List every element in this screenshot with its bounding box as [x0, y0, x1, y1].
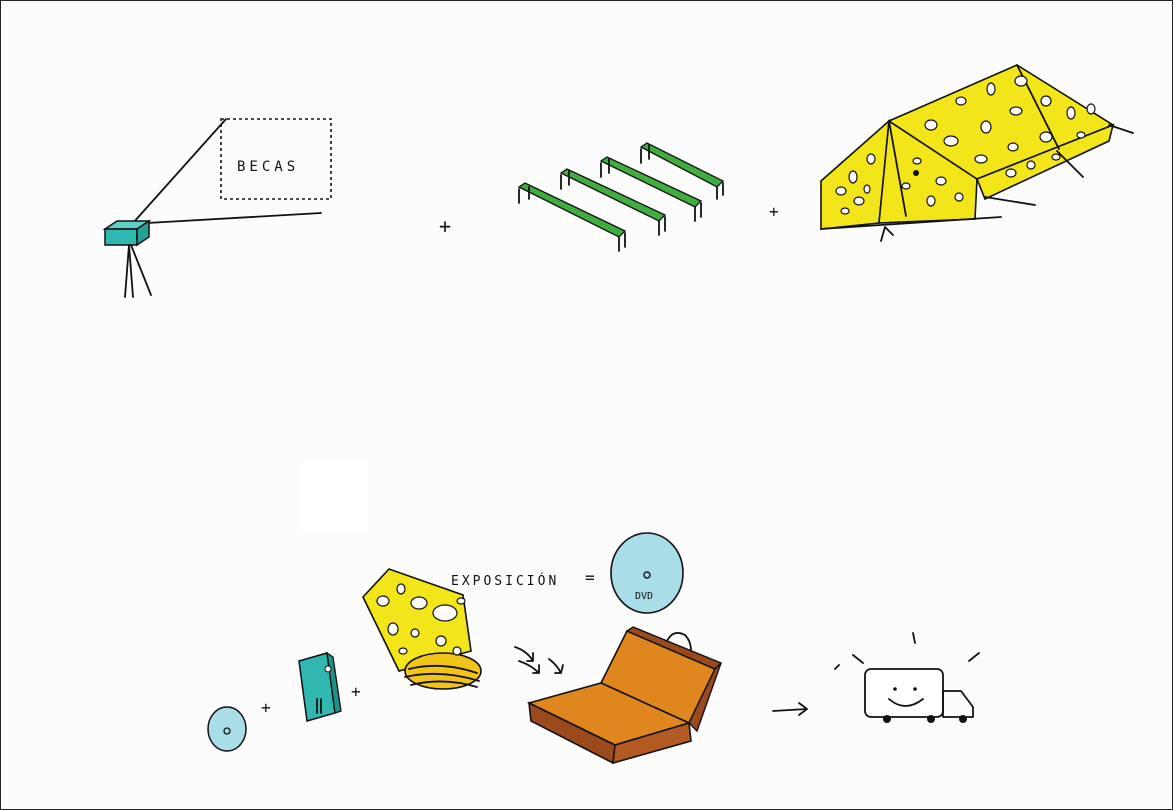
disc-icon: [207, 706, 247, 752]
bench-icon: [599, 156, 703, 222]
truck-icon: [834, 632, 980, 723]
benches-group: [517, 142, 725, 252]
equals-sign: =: [585, 568, 595, 587]
suitcase-icon: [526, 626, 723, 765]
projection-screen: [220, 118, 332, 200]
rolled-tent-icon: [362, 568, 482, 690]
hard-drive-icon: [298, 651, 342, 722]
bench-icon: [517, 182, 627, 252]
projector-group: BECAS: [102, 118, 332, 298]
beam-line: [146, 212, 322, 224]
plus-sign: +: [769, 202, 779, 221]
tent-icon: [820, 64, 1134, 242]
bench-icon: [639, 142, 725, 200]
plus-sign: +: [439, 214, 451, 238]
bench-icon: [559, 168, 667, 236]
blank-patch: [301, 463, 367, 533]
arrow-icon: [772, 702, 808, 716]
beam-line: [132, 118, 227, 224]
plus-sign: +: [351, 682, 361, 701]
screen-text: BECAS: [237, 159, 299, 175]
dvd-icon: DVD: [610, 532, 684, 614]
arrow-icon: [514, 646, 564, 674]
dvd-text: DVD: [635, 591, 653, 602]
exhibition-label: EXPOSICIÓN: [451, 573, 559, 589]
projector-icon: [102, 219, 152, 298]
plus-sign: +: [261, 698, 271, 717]
